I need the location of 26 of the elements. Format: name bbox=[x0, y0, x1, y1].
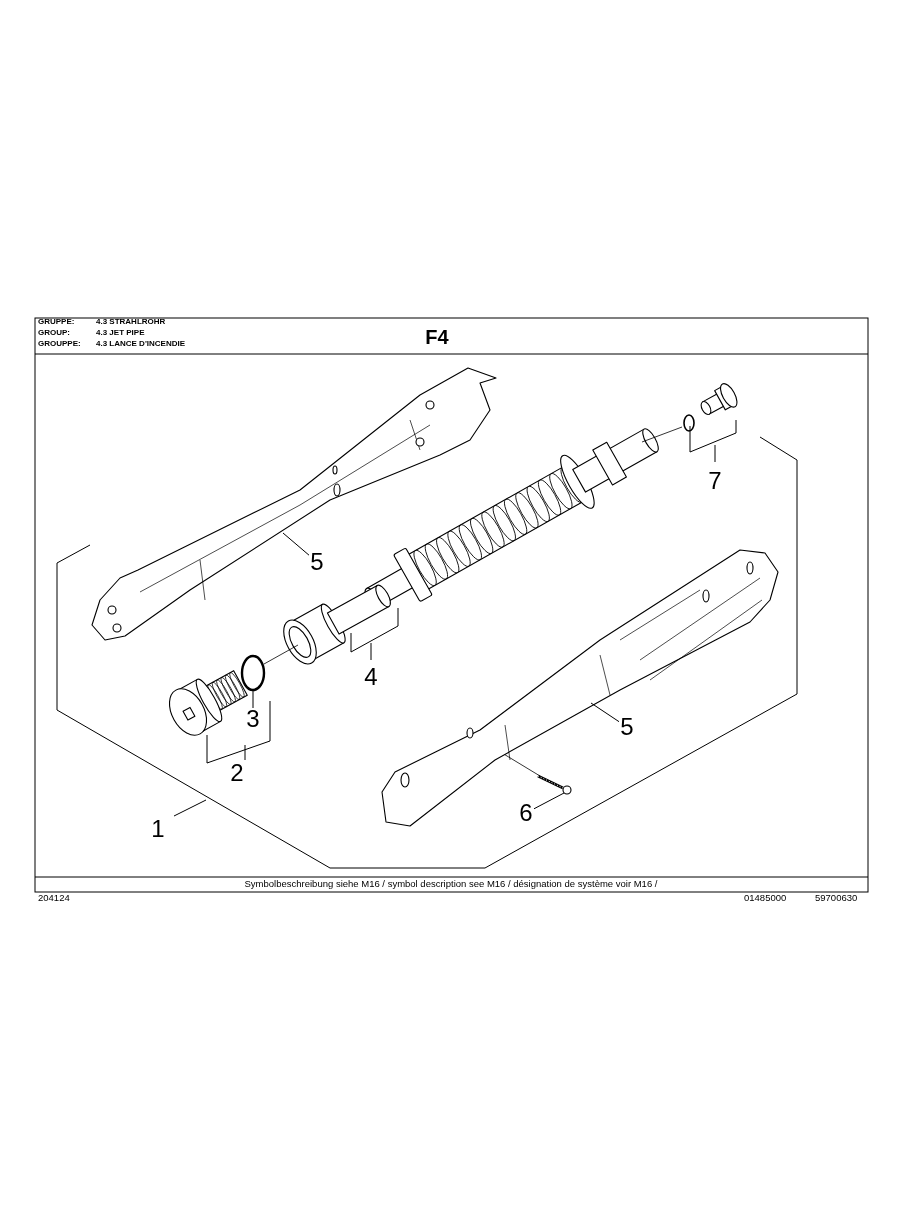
screw-drawing bbox=[537, 774, 572, 795]
callout-number: 4 bbox=[363, 664, 379, 690]
document-number: 204124 bbox=[38, 893, 70, 903]
field-name: GROUPPE: bbox=[38, 339, 81, 349]
field-name: GROUP: bbox=[38, 328, 70, 338]
footer-note: Symbolbeschreibung siehe M16 / symbol description see M16 / désignation de système voir M16 / bbox=[244, 879, 658, 889]
callout-number: 7 bbox=[707, 468, 723, 494]
leader-line bbox=[252, 689, 254, 709]
group-name: 4.3 LANCE D'INCENDIE bbox=[96, 339, 186, 349]
document-number: 59700630 bbox=[815, 893, 858, 903]
handle-half-drawing bbox=[91, 367, 497, 641]
callout-number: 5 bbox=[307, 549, 327, 575]
callout-number: 5 bbox=[617, 714, 637, 740]
leader-line bbox=[590, 702, 620, 723]
leader-line bbox=[282, 532, 310, 556]
document-number: 01485000 bbox=[744, 893, 787, 903]
group-name: 4.3 JET PIPE bbox=[96, 328, 145, 338]
leader-line bbox=[533, 792, 565, 810]
callout-number: 1 bbox=[150, 816, 166, 842]
field-name: GRUPPE: bbox=[38, 317, 75, 327]
callout-number: 6 bbox=[516, 800, 536, 826]
o-ring-drawing bbox=[240, 654, 266, 692]
callout-number: 2 bbox=[229, 760, 245, 786]
callout-number: 3 bbox=[243, 706, 263, 732]
group-name: 4.3 STRAHLROHR bbox=[96, 317, 166, 327]
page-code: F4 bbox=[425, 327, 449, 347]
